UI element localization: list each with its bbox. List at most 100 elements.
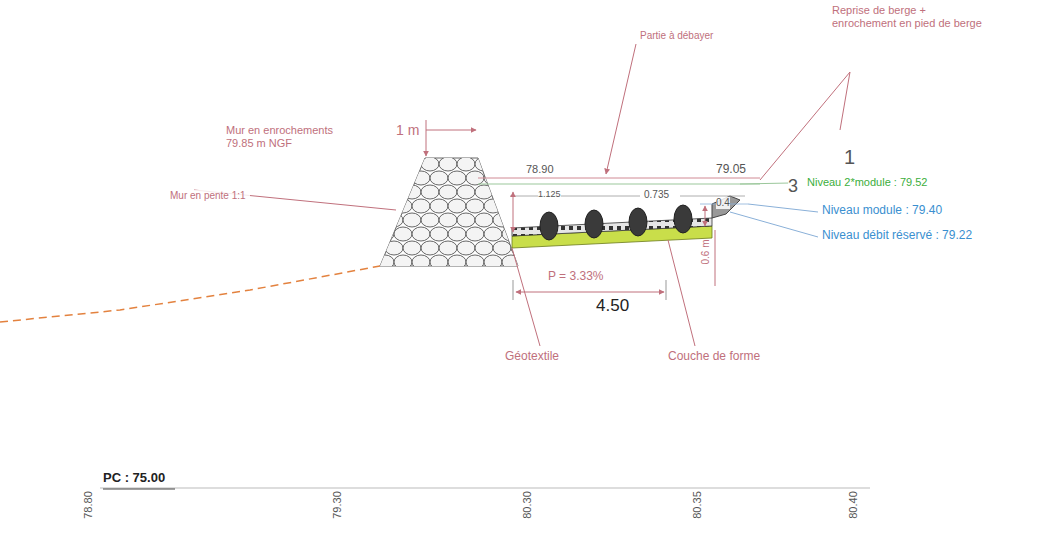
callout-text: Géotextile [505, 350, 559, 364]
stone [403, 213, 421, 227]
leader-line [840, 72, 850, 130]
stone [394, 227, 412, 241]
stone [421, 241, 439, 255]
leader-line [740, 183, 790, 184]
leader-line [730, 212, 818, 237]
reference-level: PC : 75.00 [103, 471, 165, 486]
dimension-label: 0.735 [644, 189, 669, 201]
stone [403, 157, 421, 171]
stone [412, 255, 430, 269]
stone [367, 241, 385, 255]
stone [466, 255, 484, 269]
dimension-line [705, 206, 706, 226]
riprap-wall [380, 158, 518, 266]
dimension-tick [513, 280, 514, 300]
dimension-label: 0.6 m [700, 239, 712, 264]
stone [502, 199, 520, 213]
stone [448, 255, 466, 269]
slope-number: 1 [844, 146, 855, 169]
axis-underline [103, 489, 175, 490]
stone [376, 227, 394, 241]
stone [475, 185, 493, 199]
axis-value: 79.30 [331, 491, 344, 519]
dimension-line [516, 292, 664, 293]
stone [484, 199, 502, 213]
stone [493, 213, 511, 227]
stone [403, 185, 421, 199]
axis-line [100, 488, 870, 489]
stone [376, 199, 394, 213]
stone [394, 171, 412, 185]
callout-text: Partie à débayer [640, 30, 713, 42]
stone [403, 241, 421, 255]
stone [394, 199, 412, 213]
stone [385, 185, 403, 199]
leader-line [748, 204, 818, 212]
stone [520, 255, 538, 269]
slope-number: 3 [788, 176, 798, 197]
leader-line [512, 248, 540, 346]
stone [376, 171, 394, 185]
slope-label: P = 3.33% [548, 270, 604, 284]
stone [376, 255, 394, 269]
elevation-label: 78.90 [526, 163, 554, 176]
dimension-line [426, 120, 427, 156]
stone [412, 171, 430, 185]
stone [457, 157, 475, 171]
water-level: Niveau module : 79.40 [822, 204, 942, 218]
stone [457, 213, 475, 227]
axis-value: 80.30 [521, 491, 534, 519]
riprap-stones [367, 157, 538, 269]
stone [448, 171, 466, 185]
stone [430, 255, 448, 269]
stone [421, 185, 439, 199]
level-line [478, 178, 760, 179]
blocks [540, 205, 692, 240]
stone [430, 227, 448, 241]
dimension-line [426, 130, 476, 131]
stone [484, 255, 502, 269]
callout-text: Mur en enrochements 79.85 m NGF [226, 124, 346, 149]
stone [385, 157, 403, 171]
dimension-tick [666, 280, 667, 300]
callout-text: Couche de forme [668, 350, 760, 364]
stone [493, 157, 511, 171]
stone [439, 241, 457, 255]
dimension-line [715, 230, 716, 286]
callout-text: Mur en pente 1:1 [170, 190, 250, 202]
stone [439, 157, 457, 171]
axis-value: 80.35 [691, 491, 704, 519]
level-line [510, 196, 640, 197]
stone [367, 185, 385, 199]
axis-value: 80.40 [847, 491, 860, 519]
stone [493, 185, 511, 199]
stone [448, 227, 466, 241]
leader-line [760, 72, 850, 180]
stone [457, 185, 475, 199]
stone [439, 185, 457, 199]
stone [430, 171, 448, 185]
stone [448, 199, 466, 213]
ground-line [0, 266, 380, 322]
stone [439, 213, 457, 227]
elevation-label: 79.05 [716, 163, 746, 177]
stone [511, 185, 529, 199]
stone [367, 157, 385, 171]
stone [484, 227, 502, 241]
stone [493, 241, 511, 255]
leader-line [668, 240, 695, 346]
stone [412, 199, 430, 213]
stone [421, 157, 439, 171]
stone [475, 241, 493, 255]
stone [511, 213, 529, 227]
stone [385, 213, 403, 227]
water-level: Niveau débit réservé : 79.22 [822, 229, 972, 243]
stone [394, 255, 412, 269]
stone [466, 199, 484, 213]
dimension-line [513, 192, 514, 232]
bank-riprap [712, 196, 740, 218]
stone [367, 213, 385, 227]
stone [466, 227, 484, 241]
